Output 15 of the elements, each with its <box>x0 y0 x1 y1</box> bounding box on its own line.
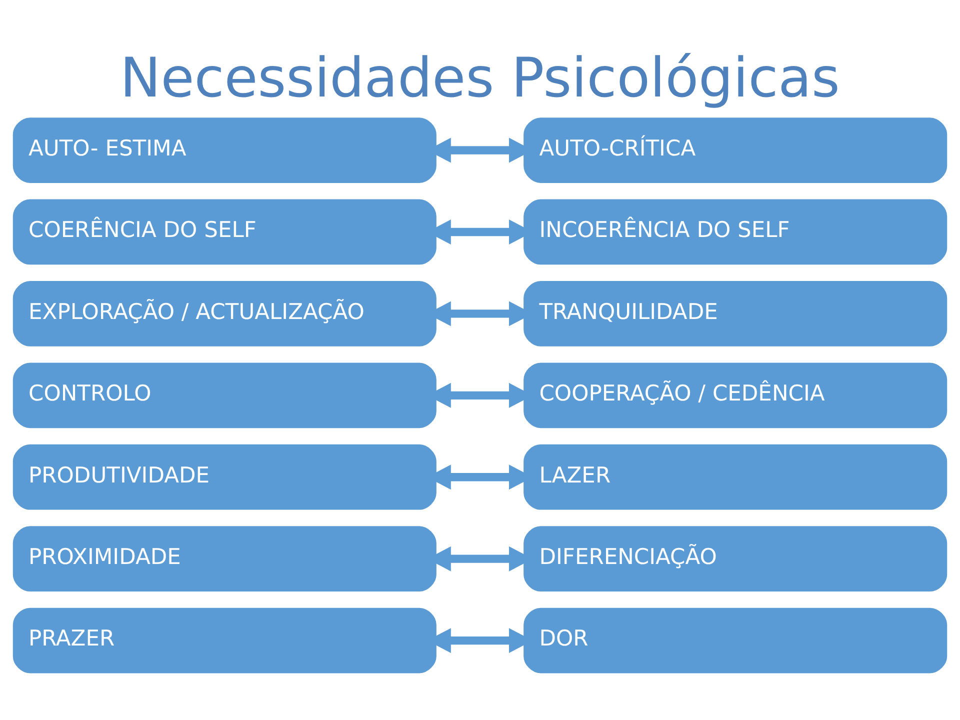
node-box: PRODUTIVIDADE <box>12 444 436 510</box>
diagram-title: Necessidades Psicológicas <box>120 45 840 110</box>
node-box: CONTROLO <box>12 362 436 428</box>
node-box: INCOERÊNCIA DO SELF <box>524 199 948 265</box>
node-box: COOPERAÇÃO / CEDÊNCIA <box>524 362 948 428</box>
node-box: DOR <box>524 608 948 674</box>
node-box: EXPLORAÇÃO / ACTUALIZAÇÃO <box>12 281 436 346</box>
node-box: PROXIMIDADE <box>12 526 436 592</box>
node-box: COERÊNCIA DO SELF <box>12 199 436 265</box>
node-box: TRANQUILIDADE <box>524 281 948 346</box>
node-box: AUTO- ESTIMA <box>12 118 436 183</box>
node-box: AUTO-CRÍTICA <box>524 118 948 183</box>
node-box: DIFERENCIAÇÃO <box>524 526 948 592</box>
node-box: LAZER <box>524 444 948 510</box>
node-box: PRAZER <box>12 608 436 674</box>
